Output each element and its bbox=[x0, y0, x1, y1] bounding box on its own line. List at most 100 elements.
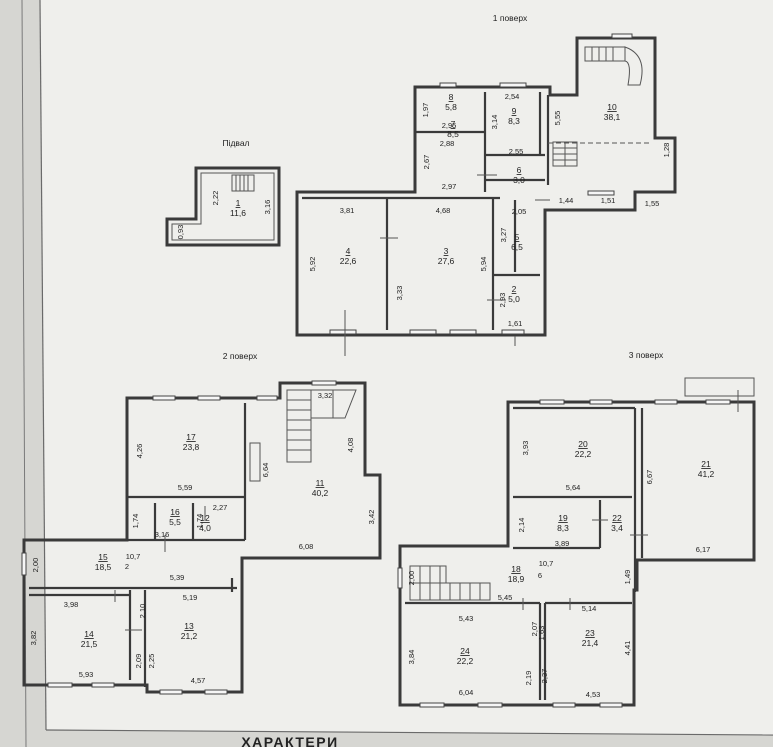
dimension-label: 2,25 bbox=[147, 654, 156, 669]
basement-plan bbox=[165, 166, 281, 247]
dimension-label: 6,04 bbox=[459, 688, 474, 697]
room-area-17: 23,8 bbox=[183, 442, 200, 452]
dimension-label: 5,64 bbox=[566, 483, 581, 492]
room-area-6: 3,0 bbox=[513, 175, 525, 185]
room-number-21: 21 bbox=[701, 459, 711, 469]
room-area-22: 3,4 bbox=[611, 523, 623, 533]
dimension-label: 2,00 bbox=[31, 558, 40, 573]
dimension-label: 5,45 bbox=[498, 593, 513, 602]
room-number-14: 14 bbox=[84, 629, 94, 639]
room-area-20: 22,2 bbox=[575, 449, 592, 459]
dimension-label: 1,61 bbox=[508, 319, 523, 328]
first-floor-stair bbox=[552, 46, 643, 167]
dimension-label: 5,55 bbox=[553, 111, 562, 126]
room-area-13: 21,2 bbox=[181, 631, 198, 641]
dimension-label: 2,05 bbox=[512, 207, 527, 216]
dimension-label: 5,19 bbox=[183, 593, 198, 602]
room-number-20: 20 bbox=[578, 439, 588, 449]
floor-label-third: 3 поверх bbox=[629, 350, 664, 360]
room-area-16: 5,5 bbox=[169, 517, 181, 527]
dimension-label: 1,97 bbox=[421, 103, 430, 118]
dimension-label: 5,93 bbox=[79, 670, 94, 679]
dimension-label: 1,63 bbox=[537, 626, 546, 641]
room-number-10: 10 bbox=[607, 102, 617, 112]
second-floor-plan bbox=[21, 380, 382, 695]
room-area-5: 6,5 bbox=[511, 242, 523, 252]
dimension-label: 1,44 bbox=[559, 196, 574, 205]
dimension-label: 3,93 bbox=[521, 441, 530, 456]
dimension-label: 10,7 bbox=[126, 552, 141, 561]
room-number-4: 4 bbox=[346, 246, 351, 256]
dimension-label: 2,00 bbox=[407, 571, 416, 586]
room-area-2: 5,0 bbox=[508, 294, 520, 304]
room-number-18: 18 bbox=[511, 564, 521, 574]
room-area-21: 41,2 bbox=[698, 469, 715, 479]
dimension-label: 2,37 bbox=[540, 669, 549, 684]
room-area-4: 22,6 bbox=[340, 256, 357, 266]
dimension-label: 1,55 bbox=[645, 199, 660, 208]
dimension-label: 1,49 bbox=[623, 570, 632, 585]
dimension-label: 5,94 bbox=[479, 257, 488, 272]
dimension-label: 5,14 bbox=[582, 604, 597, 613]
dimension-label: 1,51 bbox=[601, 196, 616, 205]
dimension-label: 2,19 bbox=[524, 671, 533, 686]
dimension-label: 2,14 bbox=[517, 518, 526, 533]
dimension-label: 2,95 bbox=[442, 121, 457, 130]
dimension-label: 4,26 bbox=[135, 444, 144, 459]
third-floor-plan bbox=[397, 377, 756, 708]
dimension-label: 1,28 bbox=[662, 143, 671, 158]
dimension-label: 2,07 bbox=[530, 622, 539, 637]
dimension-label: 5,59 bbox=[178, 483, 193, 492]
room-number-23: 23 bbox=[585, 628, 595, 638]
room-area-1: 11,6 bbox=[230, 208, 246, 218]
dimension-label: 3,84 bbox=[407, 650, 416, 665]
dimension-label: 2,54 bbox=[505, 92, 520, 101]
dimension-label: 6,08 bbox=[299, 542, 314, 551]
basement-stair bbox=[231, 174, 255, 192]
dimension-label: 6,64 bbox=[261, 463, 270, 478]
room-number-13: 13 bbox=[184, 621, 194, 631]
room-area-10: 38,1 bbox=[604, 112, 621, 122]
room-area-11: 40,2 bbox=[312, 488, 329, 498]
dimension-label: 2,10 bbox=[138, 604, 147, 619]
room-area-9: 8,3 bbox=[508, 116, 520, 126]
dimension-label: 10,7 bbox=[539, 559, 554, 568]
dimension-label: 1,74 bbox=[131, 514, 140, 529]
room-number-9: 9 bbox=[512, 106, 517, 116]
dimension-label: 5,43 bbox=[459, 614, 474, 623]
dimension-label: 3,81 bbox=[340, 206, 355, 215]
room-number-1: 1 bbox=[236, 198, 241, 208]
room-number-3: 3 bbox=[444, 246, 449, 256]
dimension-label: 2,55 bbox=[509, 147, 524, 156]
sheet-border-left bbox=[39, 0, 47, 731]
dimension-label: 2 bbox=[125, 562, 129, 571]
dimension-label: 3,32 bbox=[318, 391, 333, 400]
floor-label-basement: Підвал bbox=[222, 138, 249, 148]
dimension-label: 4,41 bbox=[623, 641, 632, 656]
third-floor-stair bbox=[409, 565, 491, 601]
dimension-label: 2,27 bbox=[213, 503, 228, 512]
room-number-17: 17 bbox=[186, 432, 196, 442]
room-area-15: 18,5 bbox=[95, 562, 112, 572]
dimension-label: 6,17 bbox=[696, 545, 711, 554]
first-floor-plan bbox=[295, 33, 677, 356]
dimension-label: 5,39 bbox=[170, 573, 185, 582]
floor-label-second: 2 поверх bbox=[223, 351, 258, 361]
dimension-label: 3,14 bbox=[490, 115, 499, 130]
paper-sheet bbox=[40, 0, 773, 735]
room-number-15: 15 bbox=[98, 552, 108, 562]
dimension-label: 4,08 bbox=[346, 438, 355, 453]
dimension-label: 4,53 bbox=[586, 690, 601, 699]
room-area-24: 22,2 bbox=[457, 656, 474, 666]
dimension-label: 2,09 bbox=[134, 654, 143, 669]
footer-heading: ХАРАКТЕРИ bbox=[241, 734, 338, 747]
room-area-18: 18,9 bbox=[508, 574, 525, 584]
dimension-label: 5,92 bbox=[308, 257, 317, 272]
room-area-23: 21,4 bbox=[582, 638, 599, 648]
dimension-label: 4,68 bbox=[436, 206, 451, 215]
room-number-24: 24 bbox=[460, 646, 470, 656]
room-number-16: 16 bbox=[170, 507, 180, 517]
room-number-19: 19 bbox=[558, 513, 568, 523]
